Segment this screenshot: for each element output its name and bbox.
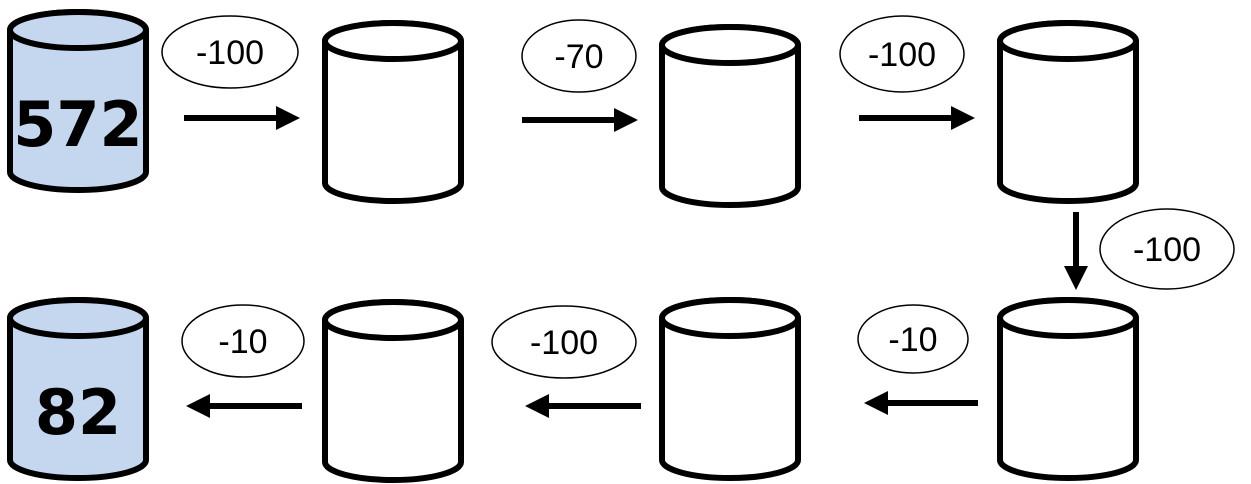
cylinders: 572 82 [7,9,1139,483]
arrow-right-1 [184,106,300,130]
label-bubble [181,304,305,378]
arrow-head [864,391,888,415]
cylinder-value: 572 [13,88,142,161]
cylinder-top [997,297,1139,339]
step-amount: -100 [530,324,598,362]
cylinder-8: 82 [7,297,149,481]
arrow-left-7 [186,394,302,418]
step-label-7: -10 [181,304,305,378]
step-label-4: -100 [1099,208,1235,290]
cylinder-top [997,20,1139,62]
step-amount: -100 [868,36,936,74]
step-amount: -10 [218,323,267,361]
label-bubble [1099,208,1235,290]
step-label-6: -100 [491,305,637,379]
arrows [184,106,1088,418]
step-label-3: -100 [839,15,965,93]
arrow-head [186,394,210,418]
cylinder-5 [997,297,1139,481]
cylinder-top [7,9,149,51]
label-bubble [521,19,637,93]
step-amount: -100 [1133,231,1201,269]
arrow-head [525,394,549,418]
step-amount: -70 [554,38,603,76]
arrow-head [614,108,638,132]
cylinder-7 [322,299,464,483]
cylinder-top [322,299,464,341]
arrow-head [276,106,300,130]
cylinder-6 [659,297,801,481]
label-bubble [491,305,637,379]
arrow-right-3 [859,106,975,130]
arrow-down-4 [1064,212,1088,290]
cylinder-4 [997,20,1139,204]
step-label-2: -70 [521,19,637,93]
label-bubble [839,15,965,93]
cylinder-1: 572 [7,9,149,193]
arrow-left-5 [864,391,978,415]
cylinder-top [659,297,801,339]
cylinder-3 [659,24,801,208]
cylinder-value: 82 [35,376,121,449]
step-label-1: -100 [161,15,299,89]
arrow-head [1064,266,1088,290]
arrow-head [951,106,975,130]
step-amount: -100 [196,34,264,72]
arrow-right-2 [522,108,638,132]
arrow-left-6 [525,394,641,418]
cylinder-top [322,20,464,62]
cylinder-top [659,24,801,66]
step-labels: -100 -70 -100 -100 -10 -100 -10 [161,15,1235,379]
cylinder-top [7,297,149,339]
label-bubble [857,304,969,374]
step-amount: -10 [888,321,937,359]
cylinder-2 [322,20,464,204]
step-label-5: -10 [857,304,969,374]
label-bubble [161,15,299,89]
